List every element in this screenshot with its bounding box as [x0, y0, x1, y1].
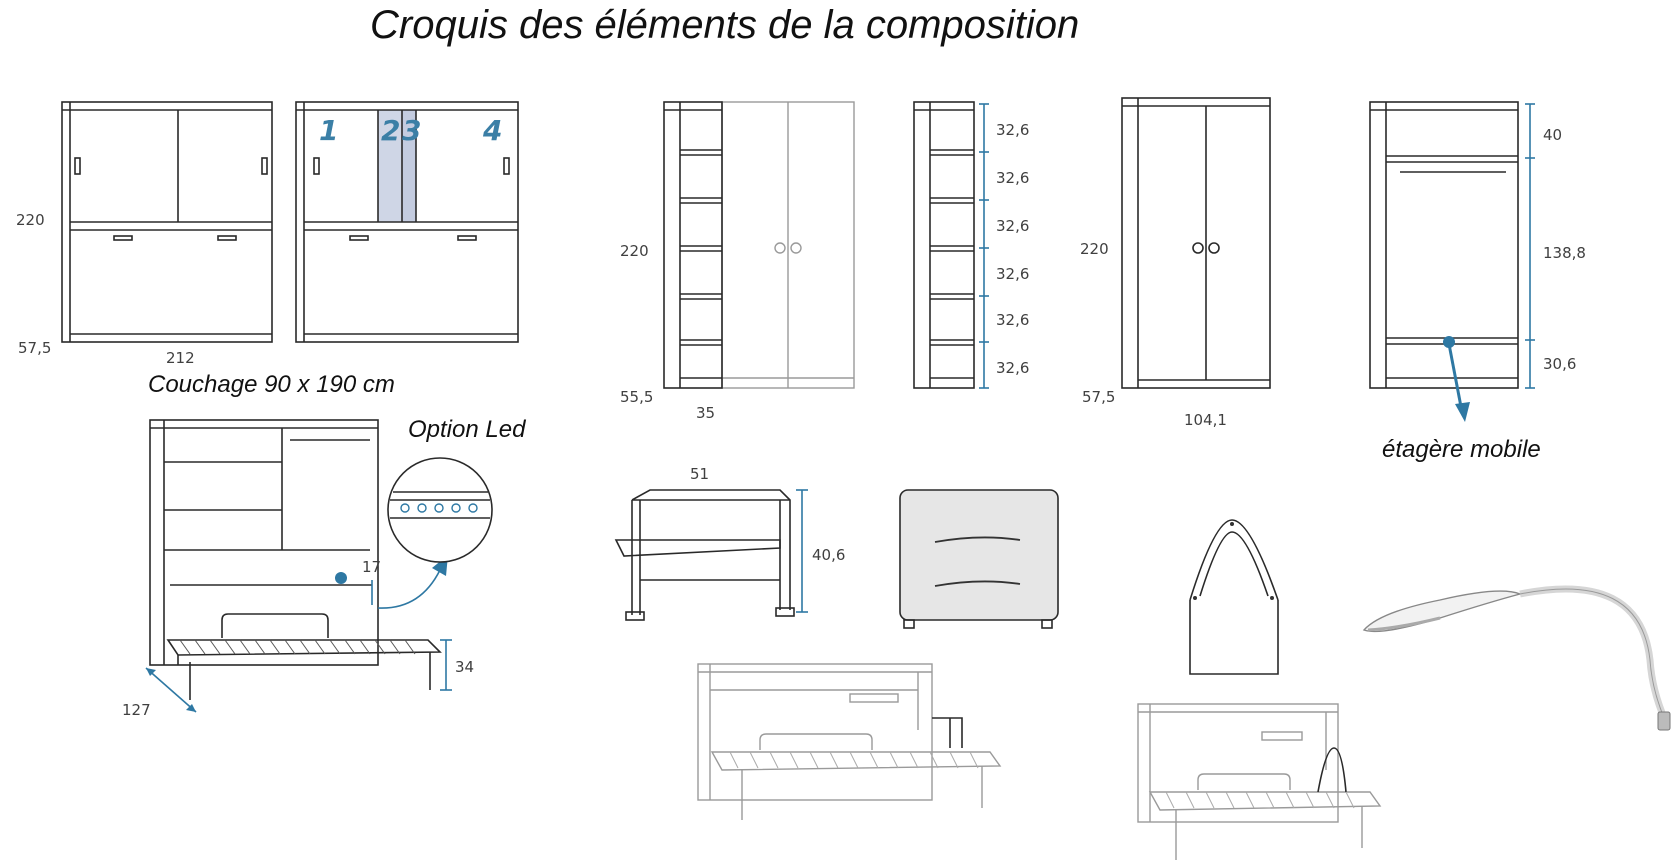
led-lamp	[1362, 585, 1671, 731]
shelf-spacing-3: 32,6	[996, 217, 1029, 235]
column-width-label: 35	[696, 404, 715, 422]
open-bed-unit	[145, 419, 493, 713]
column-height-label: 220	[620, 242, 649, 260]
panel-number-1: 1	[319, 114, 338, 147]
shelf-column	[913, 101, 989, 389]
unit1-depth-label: 57,5	[18, 339, 51, 357]
panel-number-3: 3	[402, 114, 421, 147]
numbered-panels-unit	[295, 101, 519, 343]
bed-shelf-label: 17	[362, 558, 381, 576]
unit1-width-label: 212	[166, 349, 195, 367]
arched-bed-end	[1189, 519, 1279, 675]
desk-frame	[614, 489, 808, 621]
interior-middle-label: 138,8	[1543, 244, 1586, 262]
shelf-column-with-wardrobe	[663, 101, 855, 389]
bed-unit-with-arch	[1137, 703, 1382, 860]
wardrobe-depth-label: 57,5	[1082, 388, 1115, 406]
unit1-height-label: 220	[16, 211, 45, 229]
shelf-spacing-4: 32,6	[996, 265, 1029, 283]
shelf-spacing-2: 32,6	[996, 169, 1029, 187]
shelf-spacing-1: 32,6	[996, 121, 1029, 139]
bed-depth-label: 127	[122, 701, 151, 719]
two-door-wardrobe	[1121, 97, 1271, 389]
bed-leg-label: 34	[455, 658, 474, 676]
led-option-caption: Option Led	[408, 416, 526, 443]
page-title: Croquis des éléments de la composition	[370, 3, 1079, 47]
interior-top-label: 40	[1543, 126, 1562, 144]
headboard-panel	[899, 489, 1059, 629]
column-depth-label: 55,5	[620, 388, 653, 406]
mobile-shelf-caption: étagère mobile	[1382, 436, 1541, 463]
interior-bottom-label: 30,6	[1543, 355, 1576, 373]
wardrobe-interior	[1369, 101, 1535, 422]
desk-height-label: 40,6	[812, 546, 845, 564]
shelf-spacing-6: 32,6	[996, 359, 1029, 377]
wardrobe-width-label: 104,1	[1184, 411, 1227, 429]
panel-number-4: 4	[482, 114, 502, 147]
wardrobe-height-label: 220	[1080, 240, 1109, 258]
bed-size-caption: Couchage 90 x 190 cm	[148, 371, 395, 398]
desk-width-label: 51	[690, 465, 709, 483]
wall-bed-unit	[61, 101, 273, 343]
panel-number-2: 2	[381, 114, 400, 147]
bed-unit-with-desk	[697, 663, 1002, 820]
shelf-spacing-5: 32,6	[996, 311, 1029, 329]
